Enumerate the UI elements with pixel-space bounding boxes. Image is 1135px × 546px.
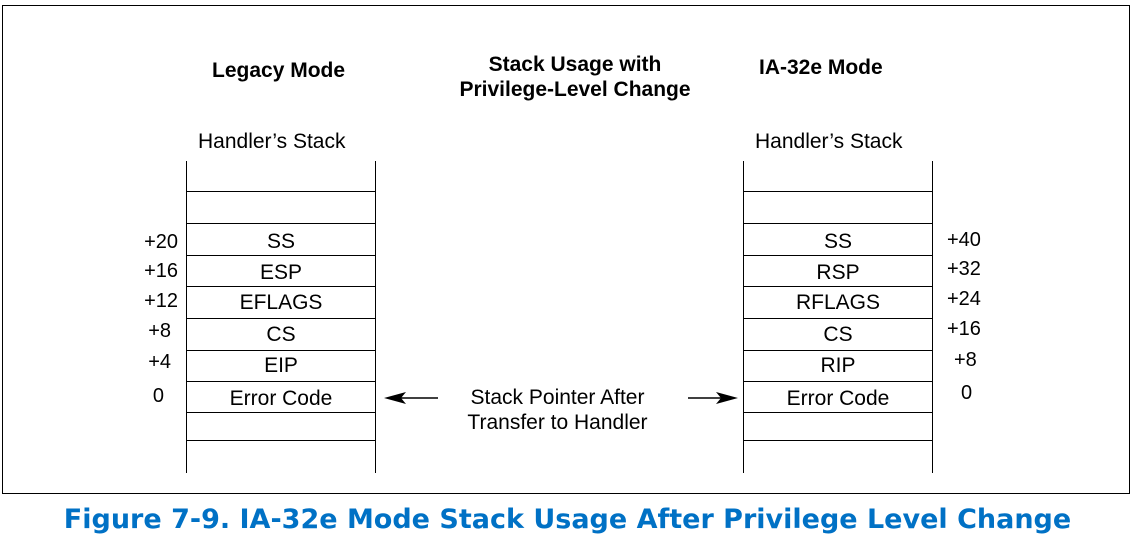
legacy-offset: +4 bbox=[148, 351, 171, 373]
legacy-offset: +20 bbox=[144, 231, 178, 253]
legacy-offset: 0 bbox=[152, 385, 164, 407]
legacy-stack-right-border bbox=[375, 161, 376, 473]
stack-pointer-label: Stack Pointer After Transfer to Handler bbox=[440, 385, 675, 435]
right-arrow-icon bbox=[688, 392, 738, 404]
legacy-stack-divider bbox=[186, 350, 376, 351]
legacy-stack-cell-eip: EIP bbox=[264, 354, 298, 377]
ia32e-stack-cell-error-code: Error Code bbox=[786, 387, 890, 410]
legacy-stack-cell-esp: ESP bbox=[259, 261, 303, 284]
ia32e-stack-cell-rflags: RFLAGS bbox=[795, 291, 881, 314]
legacy-offset: +8 bbox=[148, 320, 171, 342]
legacy-stack-divider bbox=[186, 440, 376, 441]
legacy-stack-cell-cs: CS bbox=[266, 323, 296, 346]
left-arrow-icon bbox=[384, 392, 438, 404]
ia32e-stack-divider bbox=[743, 255, 933, 256]
ia32e-stack-divider bbox=[743, 412, 933, 413]
ia32e-offset: 0 bbox=[961, 382, 973, 404]
legacy-stack-divider bbox=[186, 191, 376, 192]
ia32e-stack-divider bbox=[743, 440, 933, 441]
legacy-stack-divider bbox=[186, 255, 376, 256]
legacy-stack-cell-eflags: EFLAGS bbox=[239, 291, 323, 314]
ia32e-offset: +40 bbox=[947, 229, 981, 251]
legacy-stack-left-border bbox=[186, 161, 187, 473]
stack-pointer-label-line2: Transfer to Handler bbox=[467, 411, 648, 434]
figure-caption: Figure 7-9. IA-32e Mode Stack Usage Afte… bbox=[63, 504, 1072, 535]
legacy-offset: +16 bbox=[144, 260, 178, 282]
ia32e-offset: +24 bbox=[947, 288, 981, 310]
legacy-stack-divider bbox=[186, 381, 376, 382]
ia32e-stack-divider bbox=[743, 381, 933, 382]
diagram-title: Stack Usage with Privilege-Level Change bbox=[430, 52, 720, 102]
ia32e-stack-cell-rip: RIP bbox=[820, 354, 856, 377]
legacy-stack-divider bbox=[186, 286, 376, 287]
legacy-offset: +12 bbox=[144, 290, 178, 312]
ia32e-stack-right-border bbox=[932, 161, 933, 473]
ia32e-stack-divider bbox=[743, 191, 933, 192]
diagram-frame bbox=[2, 5, 1130, 494]
ia32e-stack-cell-rsp: RSP bbox=[816, 261, 860, 284]
ia32e-offset: +32 bbox=[947, 258, 981, 280]
ia32e-offset: +16 bbox=[947, 318, 981, 340]
legacy-stack-cell-ss: SS bbox=[266, 230, 295, 253]
legacy-stack-label: Handler’s Stack bbox=[198, 130, 346, 153]
diagram-title-line2: Privilege-Level Change bbox=[459, 78, 691, 101]
ia32e-mode-title: IA-32e Mode bbox=[759, 56, 883, 79]
ia32e-stack-cell-ss: SS bbox=[823, 230, 852, 253]
ia32e-stack-divider bbox=[743, 223, 933, 224]
diagram-title-line1: Stack Usage with bbox=[488, 53, 662, 76]
legacy-stack-cell-error-code: Error Code bbox=[229, 387, 333, 410]
legacy-stack-divider bbox=[186, 412, 376, 413]
ia32e-stack-left-border bbox=[743, 161, 744, 473]
ia32e-offset: +8 bbox=[954, 349, 977, 371]
stack-pointer-label-line1: Stack Pointer After bbox=[470, 386, 645, 409]
legacy-mode-title: Legacy Mode bbox=[212, 59, 346, 82]
ia32e-stack-divider bbox=[743, 318, 933, 319]
ia32e-stack-label: Handler’s Stack bbox=[755, 130, 903, 153]
ia32e-stack-cell-cs: CS bbox=[823, 323, 853, 346]
legacy-stack-divider bbox=[186, 223, 376, 224]
ia32e-stack-divider bbox=[743, 286, 933, 287]
legacy-stack-divider bbox=[186, 318, 376, 319]
ia32e-stack-divider bbox=[743, 350, 933, 351]
